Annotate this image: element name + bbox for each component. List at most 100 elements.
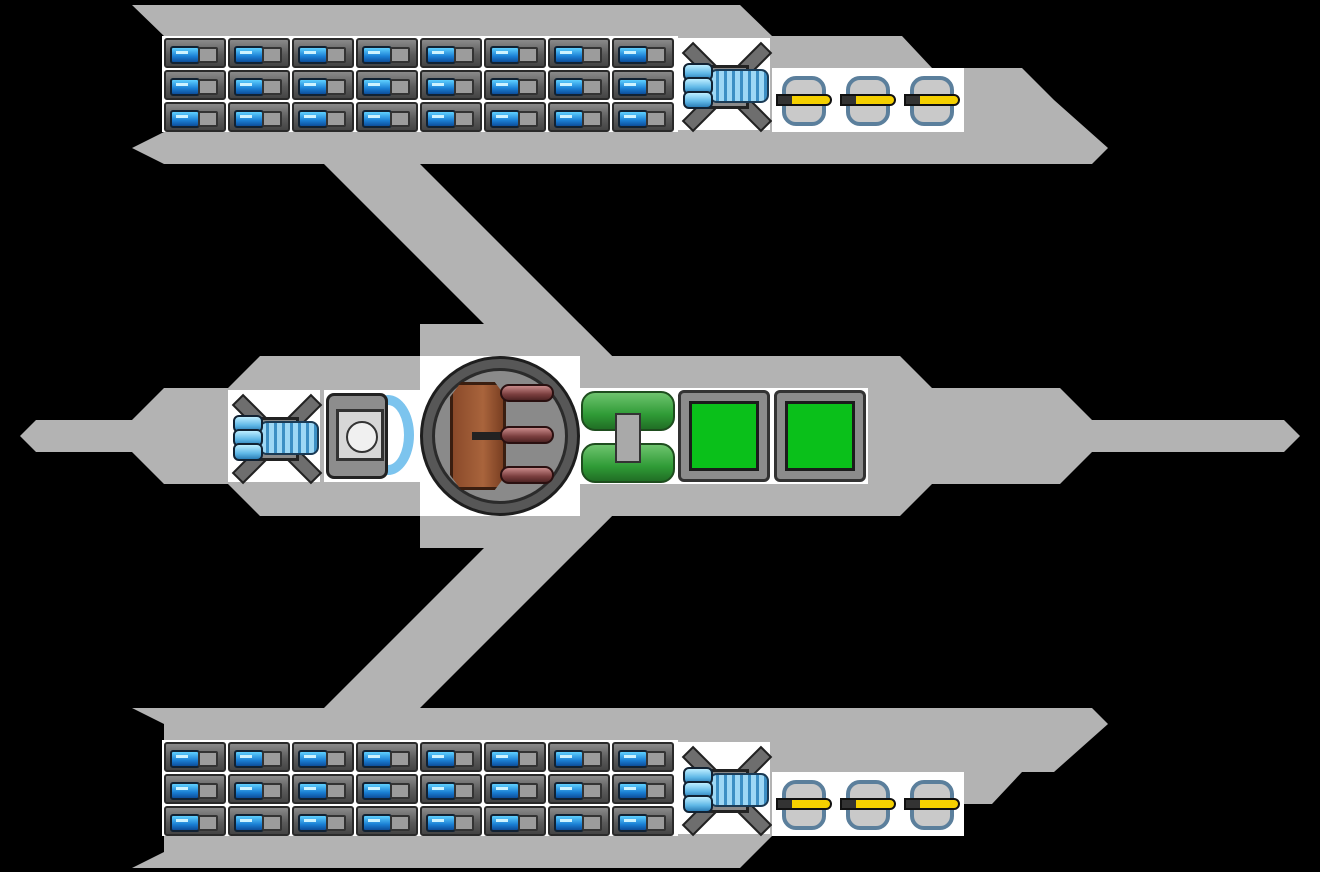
battery-icon	[484, 742, 546, 772]
missile-icon	[774, 776, 834, 834]
thruster-coil	[709, 773, 769, 807]
battery-icon	[612, 70, 674, 100]
battery-lens	[298, 78, 328, 96]
battery-lens	[554, 46, 584, 64]
missile-icon	[902, 776, 962, 834]
battery-icon	[612, 742, 674, 772]
battery-stud	[582, 815, 602, 831]
battery-lens	[490, 78, 520, 96]
battery-icon	[356, 806, 418, 836]
bottom-strut	[324, 516, 612, 708]
battery-icon	[548, 38, 610, 68]
battery-lens	[298, 750, 328, 768]
battery-icon	[228, 806, 290, 836]
battery-icon	[356, 774, 418, 804]
battery-lens	[618, 814, 648, 832]
battery-lens	[618, 782, 648, 800]
battery-icon	[612, 774, 674, 804]
battery-lens	[298, 110, 328, 128]
battery-lens	[426, 110, 456, 128]
battery-lens	[490, 110, 520, 128]
battery-lens	[490, 46, 520, 64]
battery-stud	[454, 751, 474, 767]
battery-lens	[618, 46, 648, 64]
battery-stud	[646, 815, 666, 831]
battery-icon	[228, 742, 290, 772]
battery-icon	[484, 70, 546, 100]
battery-stud	[518, 79, 538, 95]
battery-icon	[548, 806, 610, 836]
battery-lens	[426, 78, 456, 96]
battery-lens	[490, 814, 520, 832]
battery-lens	[554, 78, 584, 96]
battery-icon	[164, 774, 226, 804]
battery-lens	[170, 782, 200, 800]
battery-icon	[420, 806, 482, 836]
battery-stud	[518, 815, 538, 831]
battery-lens	[234, 814, 264, 832]
battery-stud	[326, 815, 346, 831]
battery-stud	[454, 815, 474, 831]
battery-stud	[198, 79, 218, 95]
battery-lens	[490, 750, 520, 768]
battery-icon	[228, 774, 290, 804]
thruster-coil	[709, 69, 769, 103]
tank-fill	[785, 401, 855, 471]
battery-lens	[362, 814, 392, 832]
battery-lens	[554, 110, 584, 128]
battery-icon	[420, 742, 482, 772]
battery-stud	[646, 79, 666, 95]
battery-lens	[234, 46, 264, 64]
battery-stud	[646, 751, 666, 767]
missile-round	[840, 798, 896, 810]
battery-stud	[198, 111, 218, 127]
battery-lens	[618, 750, 648, 768]
battery-stud	[198, 47, 218, 63]
battery-lens	[618, 78, 648, 96]
tank-fill	[689, 401, 759, 471]
battery-icon	[548, 102, 610, 132]
battery-stud	[198, 751, 218, 767]
battery-icon	[612, 806, 674, 836]
battery-lens	[554, 782, 584, 800]
battery-icon	[228, 38, 290, 68]
battery-stud	[454, 47, 474, 63]
battery-icon	[484, 774, 546, 804]
battery-icon	[420, 774, 482, 804]
battery-lens	[362, 782, 392, 800]
battery-stud	[326, 79, 346, 95]
battery-stud	[262, 751, 282, 767]
battery-stud	[454, 111, 474, 127]
battery-lens	[362, 46, 392, 64]
battery-stud	[454, 79, 474, 95]
top-strut	[324, 164, 612, 356]
battery-icon	[356, 742, 418, 772]
missile-round	[840, 94, 896, 106]
battery-lens	[362, 78, 392, 96]
turret-icon	[420, 356, 580, 516]
battery-icon	[548, 742, 610, 772]
battery-icon	[292, 742, 354, 772]
thruster-coil	[259, 421, 319, 455]
generator-disc	[346, 421, 378, 453]
turret-slot	[472, 432, 512, 440]
green-tank-icon	[678, 390, 770, 482]
battery-icon	[356, 70, 418, 100]
battery-stud	[262, 783, 282, 799]
battery-lens	[170, 814, 200, 832]
missile-icon	[838, 72, 898, 130]
battery-icon	[228, 70, 290, 100]
turret-barrel	[500, 466, 554, 484]
battery-stud	[390, 111, 410, 127]
battery-lens	[554, 750, 584, 768]
battery-icon	[548, 774, 610, 804]
battery-icon	[356, 38, 418, 68]
battery-icon	[164, 102, 226, 132]
battery-lens	[234, 110, 264, 128]
battery-lens	[362, 110, 392, 128]
battery-stud	[454, 783, 474, 799]
battery-lens	[426, 46, 456, 64]
battery-lens	[234, 78, 264, 96]
battery-stud	[582, 47, 602, 63]
